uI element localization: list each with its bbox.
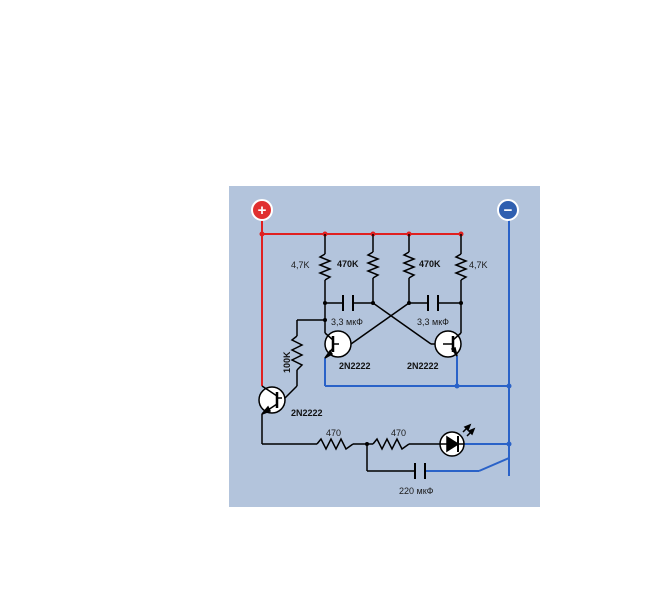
label-r4: 4,7K [469, 260, 488, 270]
label-r5: 100K [282, 351, 292, 373]
label-q3: 2N2222 [291, 408, 323, 418]
resistor-r1 [317, 253, 333, 281]
signal-junctions [323, 301, 463, 446]
transistor-q3 [258, 385, 286, 415]
schematic-panel: + − 4,7K 470K 470K 4,7K 3,3 мкФ 3,3 мкФ … [229, 186, 540, 507]
label-r2: 470K [337, 259, 359, 269]
label-r7: 470 [391, 428, 406, 438]
label-c1: 3,3 мкФ [331, 317, 363, 327]
label-c3: 220 мкФ [399, 486, 434, 496]
signal-wires [261, 234, 462, 472]
resistor-r6 [316, 437, 354, 451]
capacitor-c1 [342, 295, 354, 311]
negative-rail [324, 211, 510, 476]
resistor-r4 [453, 253, 469, 281]
label-r1: 4,7K [291, 260, 310, 270]
circuit-diagram: + − 4,7K 470K 470K 4,7K 3,3 мкФ 3,3 мкФ … [251, 199, 519, 496]
label-q2: 2N2222 [407, 361, 439, 371]
negative-terminal-symbol: − [504, 202, 513, 219]
label-q1: 2N2222 [339, 361, 371, 371]
capacitor-c3 [414, 463, 426, 479]
resistor-r2 [365, 251, 381, 279]
resistor-r3 [401, 251, 417, 279]
positive-terminal: + [251, 199, 273, 221]
transistor-q2 [434, 330, 462, 358]
resistor-r5 [290, 335, 304, 371]
capacitor-c2 [427, 295, 439, 311]
label-r6: 470 [326, 428, 341, 438]
label-r3: 470K [419, 259, 441, 269]
negative-junctions [454, 383, 512, 447]
negative-terminal: − [497, 199, 519, 221]
transistor-q1 [324, 330, 352, 359]
led [439, 423, 476, 457]
positive-terminal-symbol: + [258, 202, 267, 219]
resistor-r7 [372, 437, 410, 451]
label-c2: 3,3 мкФ [417, 317, 449, 327]
